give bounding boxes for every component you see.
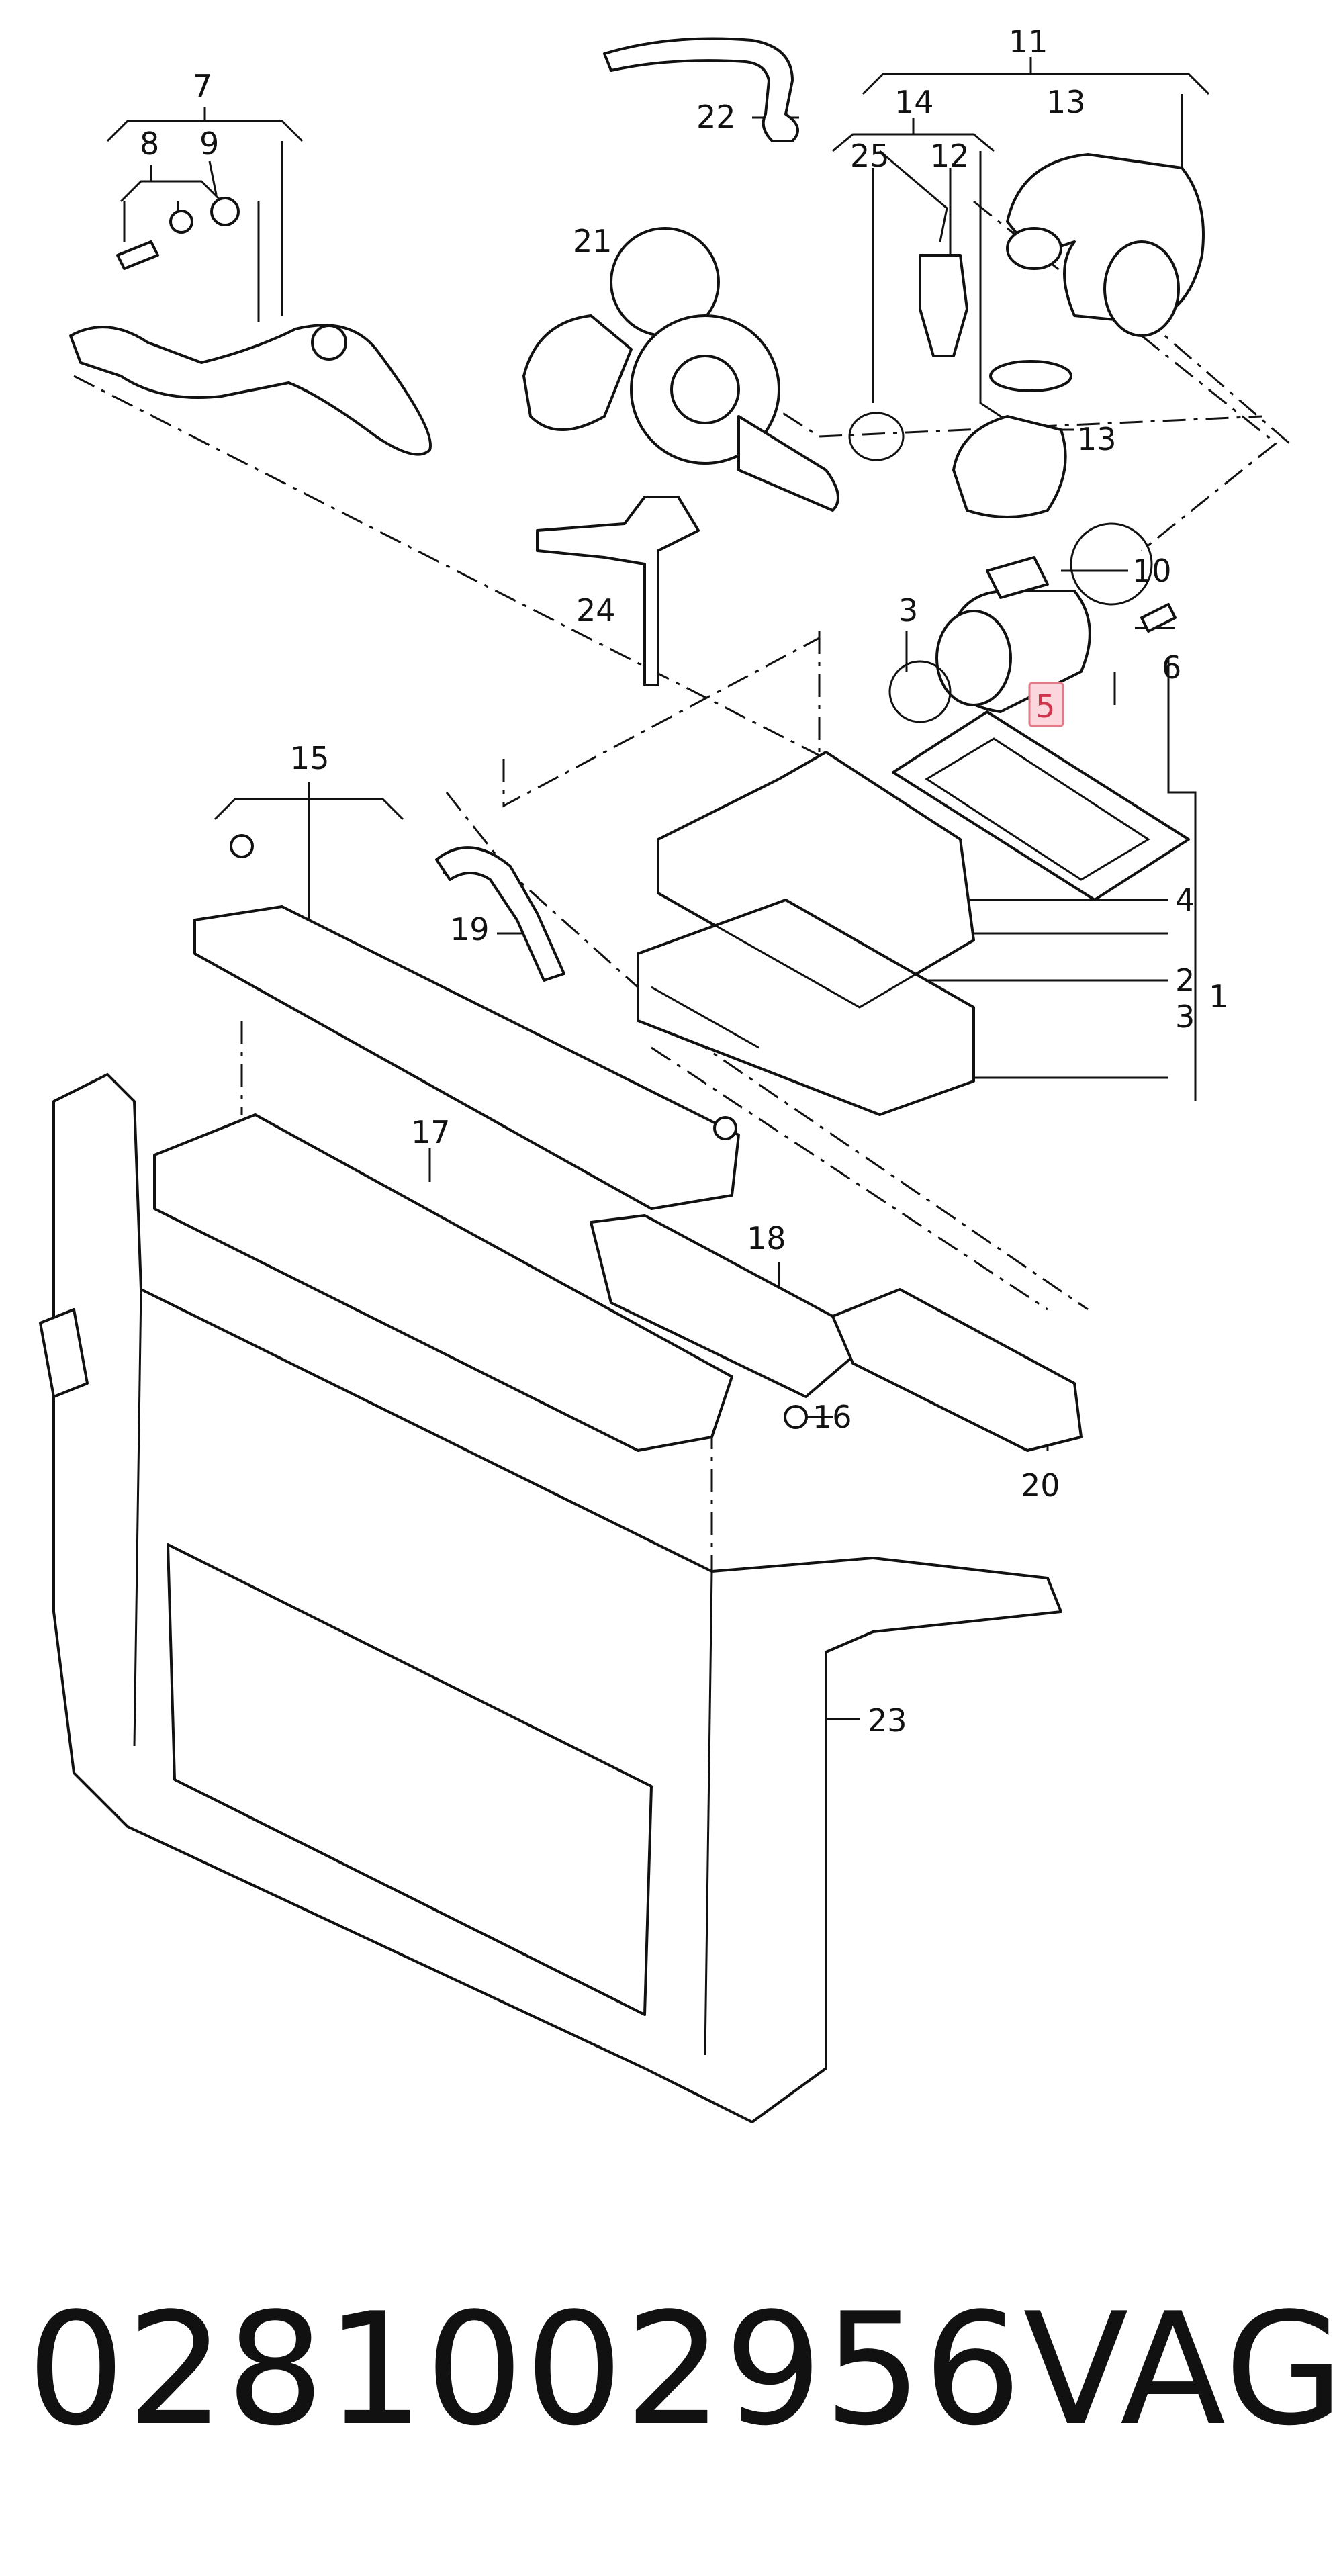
callout-13-top: 13 (1046, 84, 1086, 120)
air-filter-element (892, 710, 1190, 901)
callout-13-bottom: 13 (1077, 421, 1117, 457)
callout-2: 2 (1175, 962, 1195, 999)
callout-3-top: 3 (899, 592, 918, 629)
air-filter-housing (637, 751, 975, 1116)
callout-22: 22 (696, 99, 736, 135)
exploded-parts-diagram: 7 8 9 11 13 14 22 25 12 21 13 10 24 3 5 … (39, 24, 1290, 2123)
charge-air-hose (69, 324, 432, 456)
callout-6: 6 (1162, 649, 1181, 686)
callout-4: 4 (1175, 882, 1195, 918)
callout-8: 8 (140, 126, 159, 162)
air-intake-hose (1006, 153, 1205, 337)
callout-1: 1 (1209, 978, 1228, 1015)
callouts: 7 8 9 11 13 14 22 25 12 21 13 10 24 3 5 … (140, 24, 1228, 1739)
lock-carrier (39, 1073, 1062, 2123)
callout-16: 16 (813, 1399, 852, 1435)
vacuum-hose (435, 846, 565, 982)
callout-19: 19 (450, 911, 490, 948)
callout-9: 9 (199, 126, 219, 162)
part-number: 0281002956 (27, 2281, 1023, 2460)
callout-18: 18 (747, 1220, 786, 1256)
callout-12: 12 (930, 138, 970, 174)
pipe-assembly (536, 496, 700, 686)
callout-11: 11 (1009, 24, 1048, 60)
brand-name: VAG (1023, 2281, 1335, 2460)
callout-14: 14 (894, 84, 934, 120)
callout-20: 20 (1021, 1467, 1060, 1504)
callout-23: 23 (868, 1702, 907, 1739)
intake-duct (831, 1288, 1083, 1452)
callout-3-bottom: 3 (1175, 999, 1195, 1035)
callout-10: 10 (1132, 553, 1172, 589)
breather-pipe (603, 37, 799, 142)
callout-7: 7 (193, 68, 212, 104)
lock-carrier-cover (193, 905, 740, 1210)
callout-17: 17 (411, 1114, 451, 1150)
leader-lines (106, 57, 1210, 1720)
turbocharger (522, 227, 839, 512)
callout-25: 25 (850, 138, 890, 174)
air-guide (153, 1113, 733, 1452)
parts (39, 37, 1205, 2123)
callout-5: 5 (1035, 688, 1055, 725)
air-mass-meter (935, 556, 1091, 713)
part-footer: 0281002956 VAG (27, 2270, 1335, 2471)
callout-24: 24 (576, 592, 616, 629)
callout-highlight (1028, 682, 1064, 727)
callout-21: 21 (573, 223, 612, 259)
callout-15: 15 (290, 740, 330, 776)
